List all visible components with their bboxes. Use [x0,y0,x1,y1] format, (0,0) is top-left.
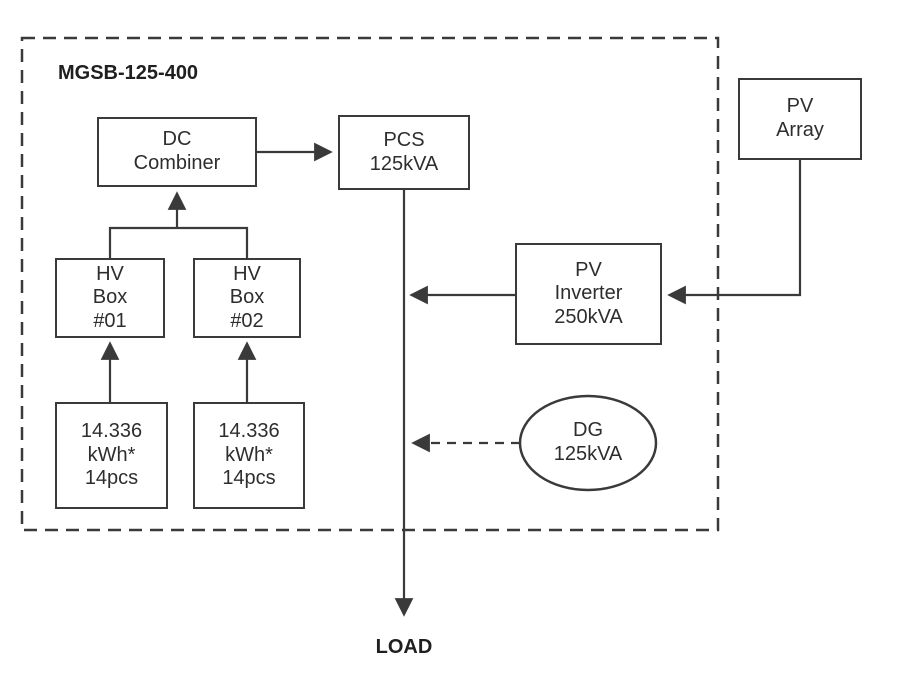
dg-label-line: 125kVA [553,443,623,465]
battery-pack-1-label-line: kWh* [87,443,136,466]
dc-combiner-node: DC Combiner [97,117,257,187]
hv-box-1-node: HV Box #01 [55,258,165,338]
hv-box-1-label-line: HV [96,262,124,285]
wire-hv-boxes-join [108,226,249,258]
dg-label-line: DG [573,419,603,442]
pv-inverter-label-line: PV [575,258,602,281]
dc-combiner-label-line: Combiner [133,152,221,174]
pcs-label-line: 125kVA [369,152,439,175]
pcs-label-line: PCS [383,128,425,151]
battery-pack-1-label-line: 14.336 [80,420,143,443]
system-boundary-dashed-box [20,36,720,532]
battery-pack-1-node: 14.336 kWh* 14pcs [55,402,168,509]
hv-box-1-label-line: #01 [93,309,127,332]
dg-ellipse [518,394,658,492]
hv-box-2-label-line: #02 [230,309,264,332]
battery-pack-2-label-line: 14.336 [218,420,280,443]
pv-array-node: PV Array [738,78,862,160]
hv-box-2-node: HV Box #02 [193,258,301,338]
hv-box-2-label-line: Box [229,286,265,309]
dg-node-label: DG 125kVA [520,396,656,490]
dc-combiner-label-line: DC [162,128,192,151]
hv-box-1-label-line: Box [92,286,128,309]
pv-inverter-label-line: 250kVA [554,305,623,328]
pv-array-label-line: PV [786,95,814,118]
pv-inverter-node: PV Inverter 250kVA [515,243,662,345]
battery-pack-2-node: 14.336 kWh* 14pcs [193,402,305,509]
battery-pack-2-label-line: kWh* [225,443,273,466]
system-title: MGSB-125-400 [58,62,199,84]
pcs-node: PCS 125kVA [338,115,470,190]
pv-array-label-line: Array [776,119,824,141]
battery-pack-1-label-line: 14pcs [84,467,139,490]
arrow-pv-array-to-pv-inverter [667,160,802,305]
pv-inverter-label-line: Inverter [554,282,623,305]
load-label: LOAD [375,636,433,658]
hv-box-2-label-line: HV [233,262,261,285]
battery-pack-2-label-line: 14pcs [222,467,276,490]
